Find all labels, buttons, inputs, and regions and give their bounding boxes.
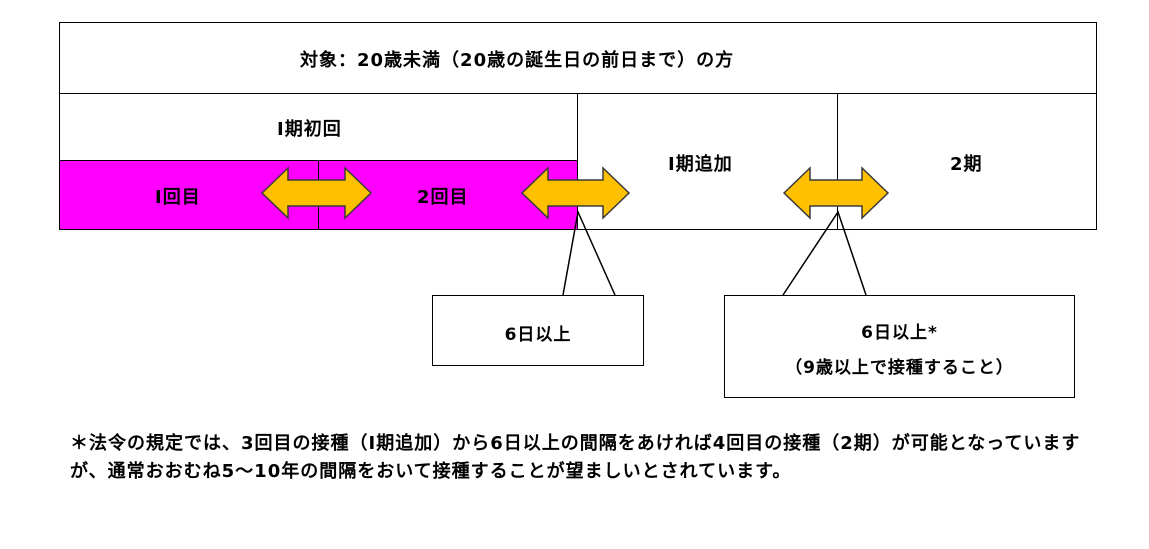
initial-phase-cell (59, 93, 578, 161)
dose1-label: Ⅰ回目 (155, 187, 201, 208)
booster-label: Ⅰ期追加 (668, 154, 733, 175)
interval-callout-2-line1: 6日以上* (861, 323, 938, 343)
header-cell (59, 22, 1097, 94)
dose2-label: 2回目 (417, 187, 469, 208)
interval-callout-1-text: 6日以上 (504, 325, 572, 345)
booster-cell (577, 93, 838, 230)
phase2-label: 2期 (950, 154, 983, 175)
callout-pointer-2 (782, 210, 867, 296)
callout-pointer-1 (562, 209, 616, 296)
double-arrow-icon (520, 166, 631, 220)
double-arrow-icon (782, 166, 890, 220)
interval-callout-1: 6日以上 (432, 295, 644, 366)
header-title: 対象：20歳未満（20歳の誕生日の前日まで）の方 (300, 50, 735, 71)
double-arrow-icon (260, 166, 373, 220)
initial-phase-label: Ⅰ期初回 (277, 119, 342, 140)
footnote: ＊法令の規定では、3回目の接種（Ⅰ期追加）から6日以上の間隔をあければ4回目の接… (70, 433, 1081, 482)
interval-callout-2-line2: （9歳以上で接種すること） (785, 358, 1014, 378)
phase2-cell (837, 93, 1097, 230)
interval-callout-2: 6日以上* （9歳以上で接種すること） (724, 295, 1075, 398)
